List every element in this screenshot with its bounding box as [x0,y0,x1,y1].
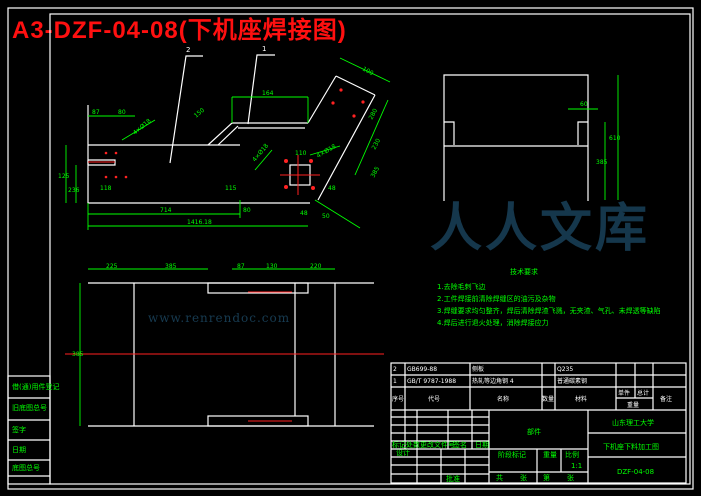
drawing-label: 材料 [575,395,587,403]
drawing-label: 总计 [637,389,649,397]
drawing-label: 385 [370,165,382,179]
drawing-label: 220 [310,263,322,270]
drawing-label: 比例 [565,450,579,459]
drawing-label: 更改文件号 [420,440,455,449]
drawing-label: 280 [368,107,380,121]
plan-view: 225 385 87 130 220 385 [65,263,384,427]
drawing-label: 115 [225,185,237,192]
drawing-label: 385 [72,351,84,358]
drawing-label: 4.焊后进行退火处理，消除焊接应力 [437,318,549,327]
drawing-label: 签名 [453,440,467,449]
drawing-label: 610 [609,135,621,142]
drawing-label: 125 [58,173,70,180]
drawing-label: 4×Ø18 [316,143,338,160]
drawing-label: 3.焊缝要求均匀整齐，焊后清除焊渣飞溅，无夹渣、气孔、未焊透等缺陷 [437,306,661,315]
drawing-label: 60 [580,101,588,108]
drawing-label: 80 [243,207,251,214]
callout-1: 1 [262,45,266,53]
drawing-label: 代号 [428,395,440,403]
drawing-label: 164 [262,90,274,97]
drawing-label: 4×Ø18 [251,142,270,163]
drawing-label: 87 [237,263,245,270]
front-view: 2 1 87 80 4×Ø18 125 236 118 164 714 80 1… [58,45,391,230]
drawing-label: 张 [567,473,574,482]
drawing-label: 标记 [392,440,406,449]
title-block: 2 GB699-88 侧板 Q235 1 GB/T 9787-1988 热轧等边… [390,362,687,484]
drawing-label: 热轧等边角钢 4 [472,377,514,385]
drawing-label: 设计 [396,448,410,457]
outer-frame [7,7,694,490]
side-strip: 借(通)用件登记 旧底图总号 签字 日期 底图总号 [7,375,59,485]
drawing-label: 385 [165,263,177,270]
drawing-label: 225 [106,263,118,270]
drawing-label: 385 [596,159,608,166]
drawing-label: 4×Ø18 [132,117,153,136]
drawing-label: 张 [520,473,527,482]
drawing-label: 侧板 [472,365,484,373]
drawing-label: 110 [295,150,307,157]
drawing-label: 序号 [392,395,404,403]
drawing-label: 100 [361,66,375,78]
drawing-label: 48 [300,210,308,217]
drawing-label: 普通碳素钢 [557,377,587,385]
drawing-label: 下机座下料加工图 [603,442,659,451]
drawing-label: 714 [160,207,172,214]
drawing-label: 第 [543,473,550,482]
drawing-label: 阶段标记 [498,450,526,459]
callout-2: 2 [186,46,190,54]
drawing-label: 230 [371,137,383,151]
drawing-label: 1416.18 [187,219,212,226]
drawing-label: 1.去除毛刺飞边 [437,282,486,291]
drawing-label: 150 [193,107,206,120]
drawing-label: 旧底图总号 [12,403,47,412]
drawing-label: 2.工件焊接前清除焊缝区的油污及杂物 [437,294,556,303]
technical-requirements: 技术要求 1.去除毛刺飞边 2.工件焊接前清除焊缝区的油污及杂物 3.焊缝要求均… [437,267,661,327]
drawing-label: DZF-04-08 [617,468,654,476]
drawing-label: 48 [328,185,336,192]
drawing-label: 备注 [660,395,672,403]
drawing-label: 80 [118,109,126,116]
drawing-label: 2 [393,366,397,373]
drawing-label: 共 [496,473,503,482]
drawing-label: Q235 [557,366,573,373]
inner-frame [49,13,691,485]
drawing-label: 部件 [527,427,541,436]
drawing-label: 批准 [446,474,460,483]
drawing-label: 数量 [542,395,554,403]
drawing-label: 日期 [12,446,26,454]
drawing-label: 山东理工大学 [612,418,654,427]
drawing-label: 单件 [618,389,630,397]
watermark-url: www.renrendoc.com [148,311,291,325]
drawing-title: A3-DZF-04-08(下机座焊接图) [12,17,347,44]
drawing-label: 日期 [475,441,489,449]
drawing-label: 87 [92,109,100,116]
drawing-label: 重量 [543,451,557,459]
drawing-label: 118 [100,185,112,192]
drawing-label: GB699-88 [407,366,437,373]
drawing-label: GB/T 9787-1988 [407,378,456,385]
watermark-logo: 人人文库 [430,198,651,259]
drawing-label: 签字 [12,425,26,434]
drawing-label: 底图总号 [12,463,40,472]
drawing-label: 1:1 [571,462,582,470]
drawing-label: 236 [68,187,80,194]
drawing-label: 1 [393,378,397,385]
drawing-label: 处数 [406,440,420,449]
drawing-label: 名称 [497,395,509,403]
drawing-label: 技术要求 [510,267,538,276]
drawing-label: 重量 [627,401,639,409]
drawing-label: 130 [266,263,278,270]
drawing-label: 50 [322,213,330,220]
side-view: 60 610 385 [443,74,621,201]
drawing-label: 借(通)用件登记 [12,382,59,391]
